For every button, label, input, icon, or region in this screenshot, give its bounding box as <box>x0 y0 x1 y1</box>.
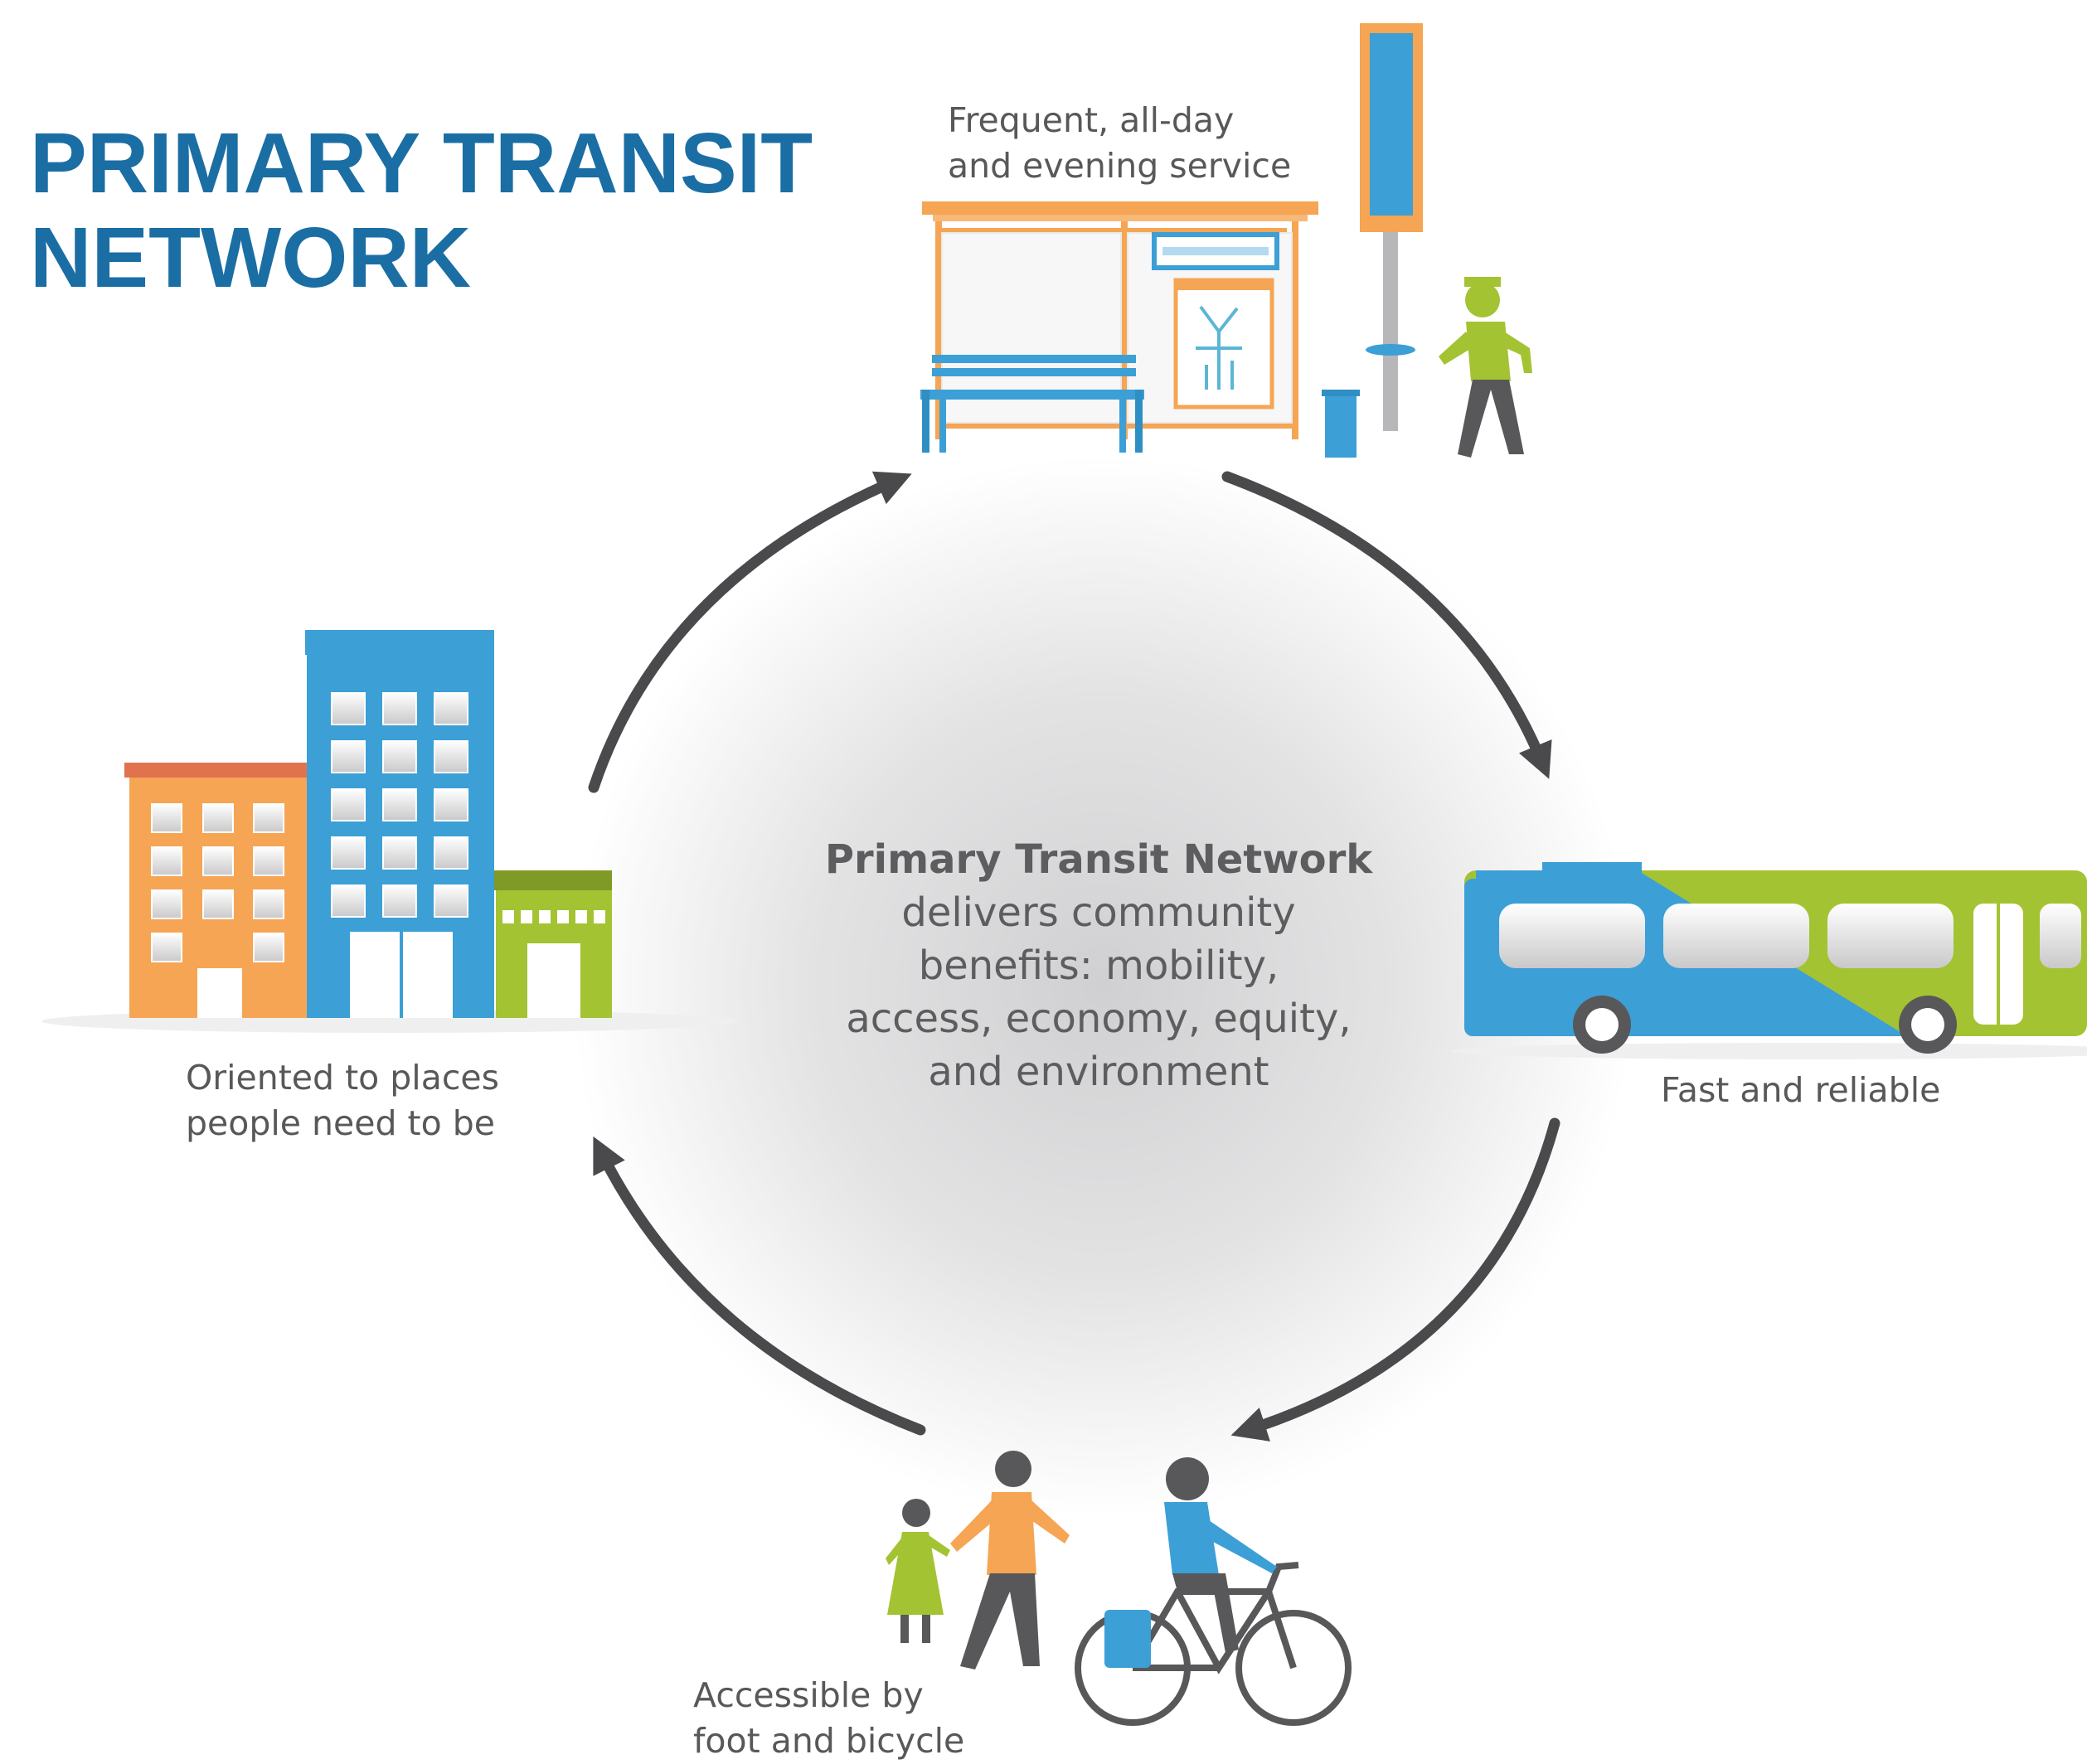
access-label-line-2: foot and bicycle <box>693 1721 965 1761</box>
transit-shelter-illustration <box>920 23 1532 458</box>
access-label: Accessible by foot and bicycle <box>693 1673 964 1764</box>
bus-illustration <box>1451 862 2087 1059</box>
center-heading: Primary Transit Network <box>824 836 1373 883</box>
arrow-places-to-service <box>588 471 912 793</box>
service-label-line-2: and evening service <box>948 146 1292 186</box>
pedestrians-cyclist-illustration <box>886 1451 1352 1726</box>
arrow-speed-to-access <box>1230 1117 1560 1442</box>
center-line-3: access, economy, equity, <box>846 996 1352 1042</box>
cycle-arrows <box>588 471 1560 1442</box>
title-line-2: NETWORK <box>30 210 472 305</box>
center-glow <box>572 456 1633 1517</box>
center-line-1: delivers community <box>901 889 1296 936</box>
places-label: Oriented to places people need to be <box>186 1055 499 1146</box>
center-statement: Primary Transit Network delivers communi… <box>800 833 1397 1098</box>
service-label: Frequent, all-day and evening service <box>948 98 1291 189</box>
access-label-line-1: Accessible by <box>693 1675 924 1715</box>
places-label-line-1: Oriented to places <box>186 1058 499 1098</box>
arrow-service-to-speed <box>1221 471 1552 779</box>
places-label-line-2: people need to be <box>186 1103 495 1143</box>
center-line-4: and environment <box>928 1049 1269 1095</box>
center-line-2: benefits: mobility, <box>918 943 1279 989</box>
service-label-line-1: Frequent, all-day <box>948 100 1235 140</box>
buildings-illustration <box>41 630 738 1033</box>
title-line-1: PRIMARY TRANSIT <box>30 115 813 211</box>
speed-label: Fast and reliable <box>1661 1068 1940 1113</box>
diagram-title: PRIMARY TRANSIT NETWORK <box>30 116 813 305</box>
speed-label-line-1: Fast and reliable <box>1661 1070 1941 1110</box>
arrow-access-to-places <box>593 1136 926 1436</box>
